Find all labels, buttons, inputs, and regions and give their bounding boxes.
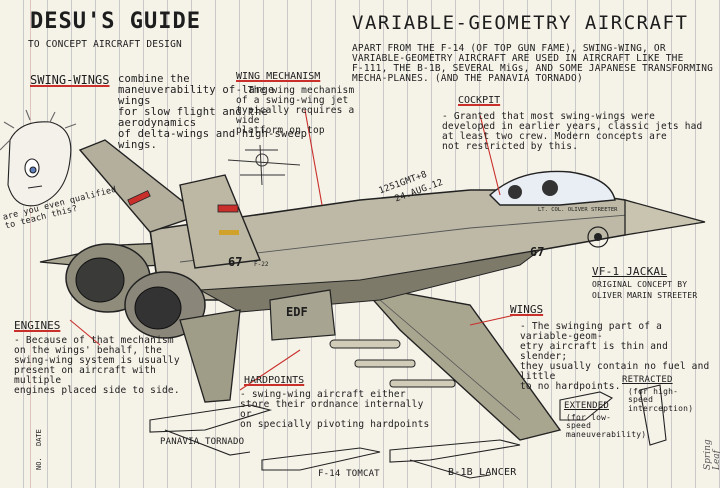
intake-code: EDF bbox=[286, 305, 308, 319]
wings-label: WINGS bbox=[510, 303, 544, 316]
example-b1b: B-1B LANCER bbox=[448, 467, 517, 478]
engines-text: - Because of that mechanism on the wings… bbox=[14, 335, 180, 396]
retracted-text: (for high- speed interception) bbox=[628, 387, 694, 413]
page-title: DESU'S GUIDE bbox=[30, 9, 201, 34]
example-tornado: PANAVIA TORNADO bbox=[160, 437, 245, 447]
cockpit-name: LT. COL. OLIVER STREETER bbox=[538, 207, 618, 213]
character-sketch bbox=[0, 109, 77, 207]
vf-line1: ORIGINAL CONCEPT BY bbox=[592, 280, 688, 289]
jet-wing-lower bbox=[358, 283, 562, 441]
footer-no: NO. bbox=[35, 457, 43, 470]
label-arrows bbox=[69, 109, 516, 391]
cockpit-text: - Granted that most swing-wings were dev… bbox=[442, 111, 703, 152]
wing-mechanism-label: WING MECHANISM bbox=[236, 71, 321, 82]
tail-code: F-22 bbox=[254, 261, 269, 268]
tail-number: 67 bbox=[228, 255, 243, 269]
engines-label: ENGINES bbox=[14, 319, 61, 332]
wing-mechanism-text: - The wing mechanism of a swing-wing jet… bbox=[236, 85, 355, 136]
hardpoints-label: HARDPOINTS bbox=[244, 375, 305, 386]
swing-wings-label: SWING-WINGS bbox=[30, 73, 110, 87]
extended-label: EXTENDED bbox=[564, 401, 609, 411]
vf-title: VF-1 JACKAL bbox=[592, 265, 668, 278]
example-f14: F-14 TOMCAT bbox=[318, 469, 380, 479]
page-subtitle: TO CONCEPT AIRCRAFT DESIGN bbox=[28, 39, 182, 50]
mechanism-sketch bbox=[227, 144, 301, 186]
brand-logo: Spring Leaf bbox=[703, 439, 720, 470]
vf-line2: OLIVER MARIN STREETER bbox=[592, 291, 698, 300]
cockpit-label: COCKPIT bbox=[458, 95, 501, 106]
example-silhouettes bbox=[149, 384, 667, 479]
footer-date: DATE bbox=[35, 429, 43, 446]
retracted-label: RETRACTED bbox=[622, 375, 673, 385]
wings-text: - The swinging part of a variable-geom- … bbox=[520, 321, 710, 392]
extended-text: (for low- speed maneuverability) bbox=[566, 413, 647, 439]
hardpoints-text: - swing-wing aircraft either store their… bbox=[240, 389, 430, 430]
intro-text: APART FROM THE F-14 (OF TOP GUN FAME), S… bbox=[352, 43, 714, 84]
nose-number: 67 bbox=[530, 245, 545, 259]
swing-wings-text: combine the maneuverability of large win… bbox=[118, 73, 308, 152]
margin-line bbox=[30, 0, 31, 488]
section-header: VARIABLE-GEOMETRY AIRCRAFT bbox=[352, 12, 689, 34]
